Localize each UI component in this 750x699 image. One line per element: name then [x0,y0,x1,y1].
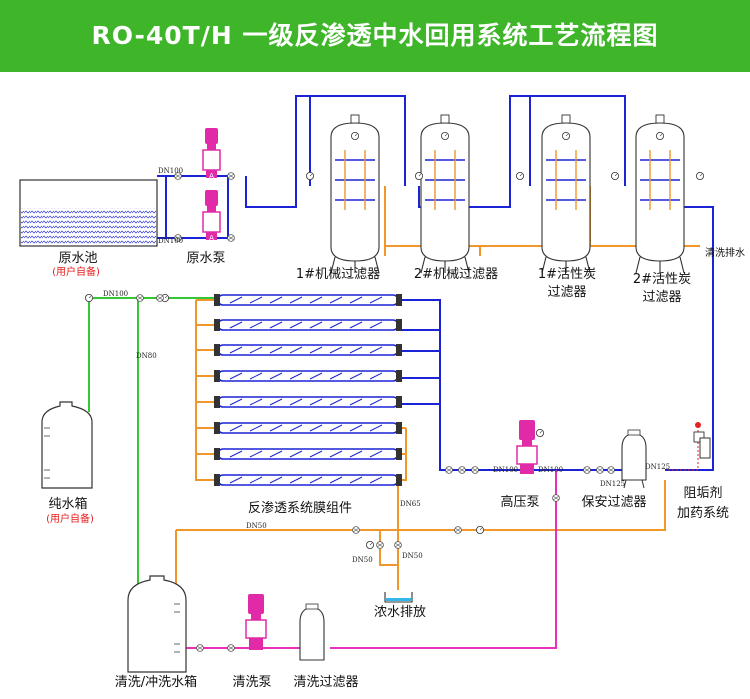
svg-text:DN50: DN50 [246,522,267,530]
pure-water-tank [41,401,93,489]
raw-pump-label: 原水泵 [186,251,225,266]
membrane-tube [214,370,402,382]
membrane-tube [214,294,402,306]
high-pressure-pump [516,420,538,474]
ro-modules-label: 反渗透系统膜组件 [248,501,352,516]
gauges [85,171,704,549]
carbon-filter-2-label-line1: 2#活性炭 [633,272,691,287]
raw-water-pump-lower: A [202,190,221,242]
mechanical-filter-2 [420,114,470,274]
pure-tank-label: 纯水箱 [48,496,87,512]
process-flow-diagram: A A [19,95,745,690]
svg-text:DN50: DN50 [402,552,423,560]
dosing-line [668,422,699,471]
pure-tank-note: (用户自备) [46,512,94,525]
svg-text:DN125: DN125 [645,463,670,471]
concentrate-drain-label: 浓水排放 [374,605,426,620]
hp-pump-label: 高压泵 [500,494,539,510]
svg-text:DN50: DN50 [352,556,373,564]
page-title: RO-40T/H 一级反渗透中水回用系统工艺流程图 [91,21,659,50]
mech-filter-2-label: 2#机械过滤器 [414,267,498,282]
raw-water-tank [19,179,158,247]
concentrate-drain-basin [384,592,413,603]
cleaning-tank [127,575,187,673]
svg-text:DN100: DN100 [538,466,563,474]
svg-text:DN65: DN65 [400,500,421,508]
title-banner [0,0,750,72]
membrane-tube [214,422,402,434]
pump-badge: A [209,172,214,180]
carbon-filter-1-label-line2: 过滤器 [547,285,586,300]
carbon-filter-2-label-line2: 过滤器 [642,290,681,305]
mechanical-filter-1 [330,114,380,274]
svg-text:DN100: DN100 [103,290,128,298]
equipment-labels: 原水池 (用户自备) 原水泵 1#机械过滤器 2#机械过滤器 1#活性炭 过滤器… [46,246,745,690]
svg-text:DN100: DN100 [158,237,183,245]
raw-tank-note: (用户自备) [52,265,100,278]
pump-badge: A [209,234,214,242]
mech-filter-1-label: 1#机械过滤器 [296,267,380,282]
svg-text:DN125: DN125 [600,480,625,488]
antiscalant-label-line2: 加药系统 [677,506,729,521]
carbon-filter-1 [541,114,591,274]
antiscalant-label-line1: 阻垢剂 [683,486,722,501]
cleaning-pump [245,594,267,650]
cleaning-pipes [186,470,557,649]
clean-pump-label: 清洗泵 [232,675,271,690]
membrane-tube [214,448,402,460]
antiscalant-dosing [693,422,711,459]
carbon-filter-1-label-line1: 1#活性炭 [538,267,596,282]
product-water-pipes [88,297,218,590]
raw-tank-label: 原水池 [58,251,97,266]
membrane-tube [214,474,402,486]
security-filter-label: 保安过滤器 [581,495,646,510]
ro-membrane-modules [214,294,402,486]
cleaning-filter [299,603,325,661]
svg-text:DN100: DN100 [158,167,183,175]
raw-water-pump-upper: A [202,128,221,180]
security-filter [621,429,647,489]
clean-tank-label: 清洗/冲洗水箱 [115,674,197,690]
carbon-filter-2 [635,114,685,274]
membrane-tube [214,344,402,356]
svg-text:DN100: DN100 [493,466,518,474]
backwash-drain-label: 清洗排水 [705,246,745,259]
pipe-size-labels: DN100 DN100 DN100 DN80 DN100 DN100 DN65 … [103,167,670,564]
svg-text:DN80: DN80 [136,352,157,360]
clean-filter-label: 清洗过滤器 [293,675,358,690]
membrane-tube [214,396,402,408]
membrane-tube [214,319,402,331]
